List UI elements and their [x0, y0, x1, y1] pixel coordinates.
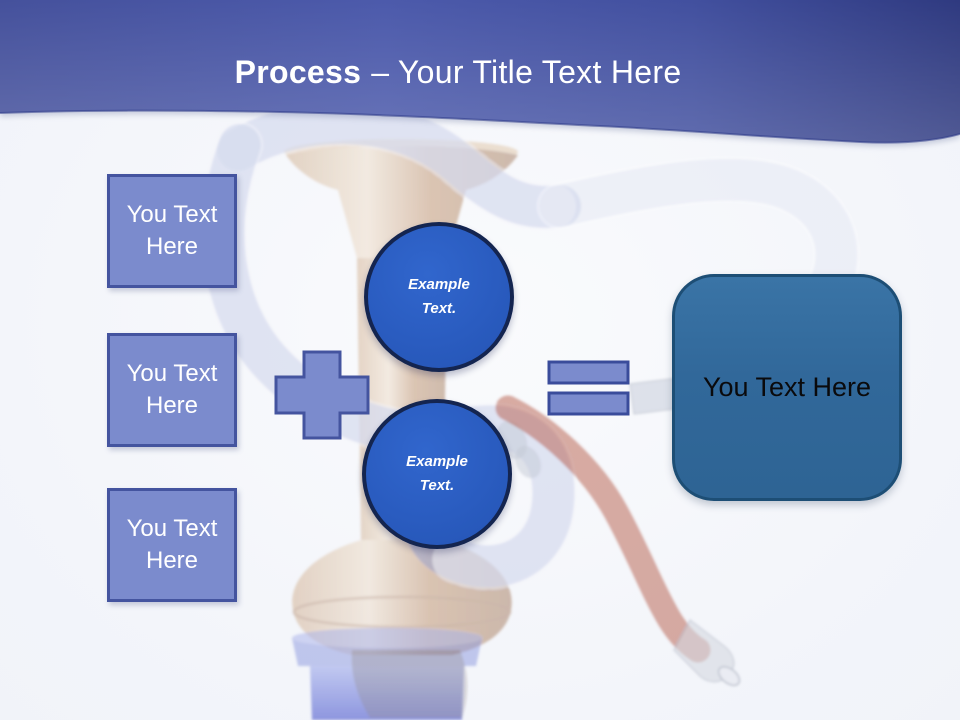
- plus-icon: [274, 350, 370, 440]
- input-box-1[interactable]: You Text Here: [107, 174, 237, 288]
- slide-title-bold: Process: [234, 54, 362, 90]
- input-box-1-label: You Text Here: [126, 201, 218, 260]
- result-box[interactable]: You Text Here: [672, 274, 902, 501]
- equals-icon: [547, 360, 630, 416]
- input-box-3-label: You Text Here: [126, 515, 218, 574]
- slide-title-regular: – Your Title Text Here: [371, 54, 682, 90]
- slide-title[interactable]: Process– Your Title Text Here: [0, 54, 960, 91]
- input-box-2-label: You Text Here: [126, 360, 218, 419]
- input-box-2[interactable]: You Text Here: [107, 333, 237, 447]
- example-circle-1[interactable]: Example Text.: [364, 222, 514, 372]
- result-box-label: You Text Here: [702, 372, 872, 402]
- example-circle-2-label: Example Text.: [406, 453, 468, 494]
- example-circle-2[interactable]: Example Text.: [362, 399, 512, 549]
- input-box-3[interactable]: You Text Here: [107, 488, 237, 602]
- example-circle-1-label: Example Text.: [408, 276, 470, 317]
